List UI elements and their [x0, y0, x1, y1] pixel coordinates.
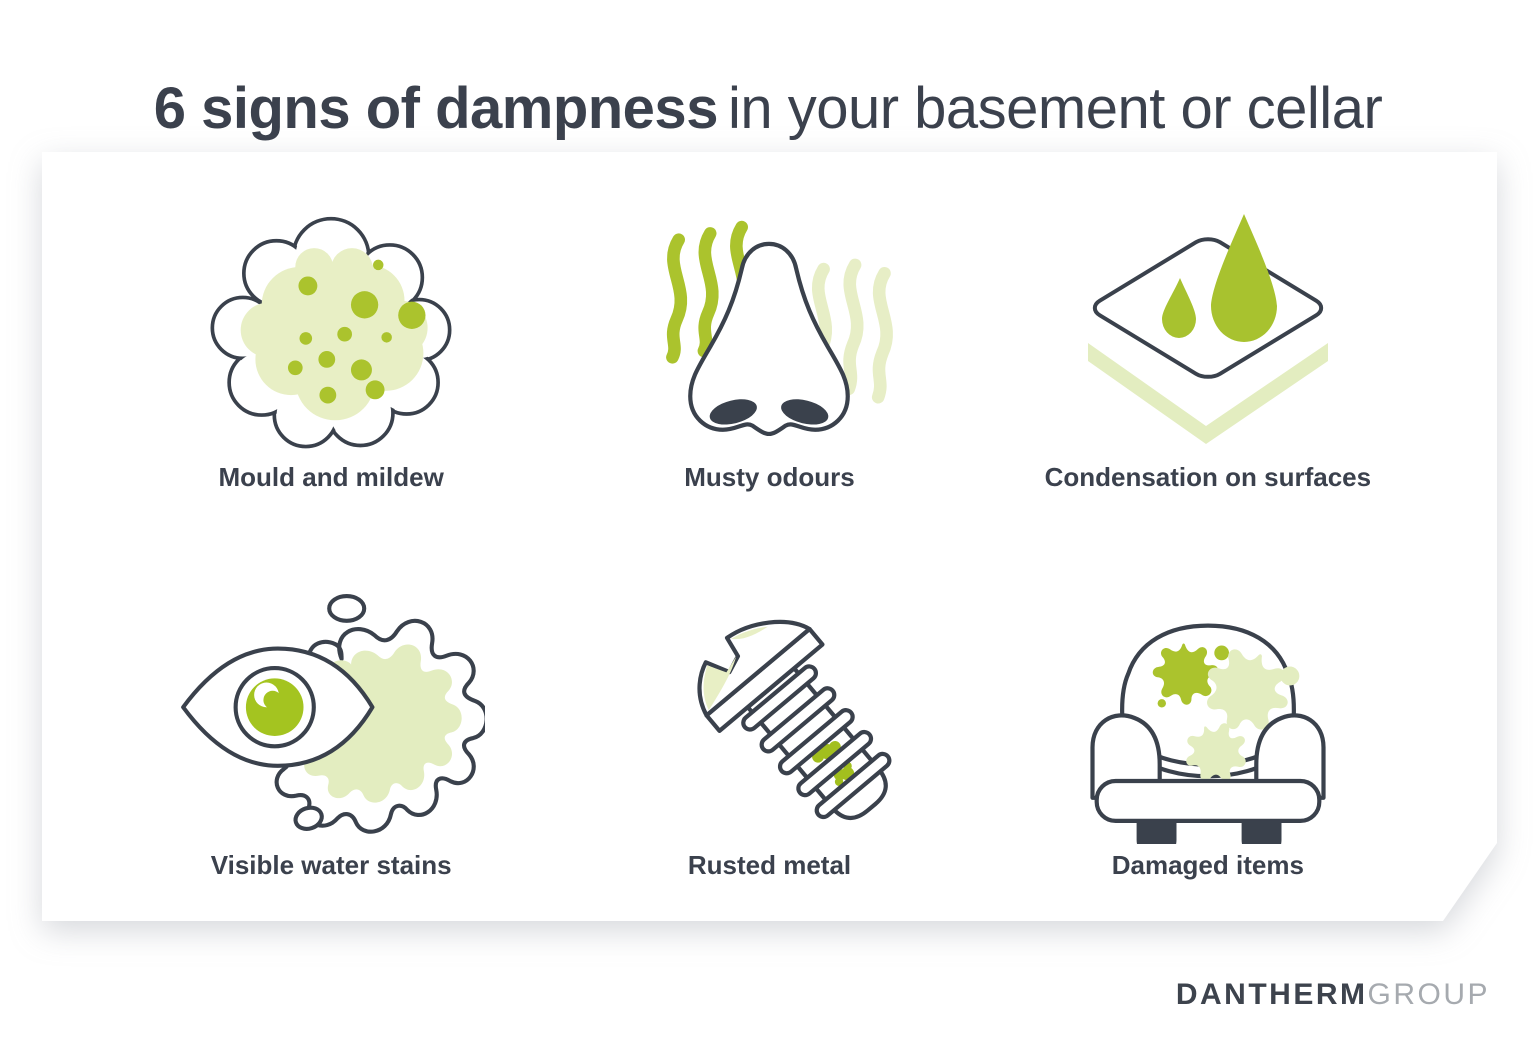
sign-label: Musty odours	[684, 462, 855, 492]
mould-icon	[205, 204, 457, 456]
sign-label: Damaged items	[1111, 849, 1304, 880]
title-bold: 6 signs of dampness	[153, 75, 719, 141]
sign-label: Rusted metal	[687, 849, 852, 880]
nose-odour-icon	[643, 204, 895, 456]
sign-musty-odours: Musty odours	[550, 198, 988, 534]
mould-iconbox	[205, 198, 457, 456]
sign-water-stains: Visible water stains	[112, 586, 550, 922]
logo-secondary: GROUP	[1367, 978, 1490, 1011]
sign-rusted-metal: Rusted metal	[550, 586, 988, 922]
damaged-armchair-icon	[1082, 592, 1334, 844]
condensation-iconbox	[1078, 198, 1338, 456]
nose-iconbox	[643, 198, 895, 456]
logo-primary: DANTHERM	[1175, 978, 1368, 1011]
infographic-card: Mould and mildew	[42, 152, 1497, 921]
eye-iconbox	[177, 586, 486, 844]
sign-label: Visible water stains	[210, 849, 452, 880]
title-light: in your basement or cellar	[727, 75, 1383, 141]
screw-iconbox	[643, 586, 895, 844]
eye-water-stain-icon	[177, 592, 486, 844]
sign-label: Condensation on surfaces	[1044, 462, 1372, 492]
sign-label: Mould and mildew	[218, 462, 444, 492]
rusted-screw-icon	[643, 592, 895, 844]
dantherm-logo: DANTHERMGROUP	[1176, 978, 1490, 1012]
infographic-card-shadow: Mould and mildew	[42, 152, 1497, 921]
condensation-icon	[1078, 204, 1338, 456]
sign-damaged-items: Damaged items	[989, 586, 1427, 922]
sign-mould-and-mildew: Mould and mildew	[112, 198, 550, 534]
armchair-iconbox	[1082, 586, 1334, 844]
sign-condensation: Condensation on surfaces	[989, 198, 1427, 534]
